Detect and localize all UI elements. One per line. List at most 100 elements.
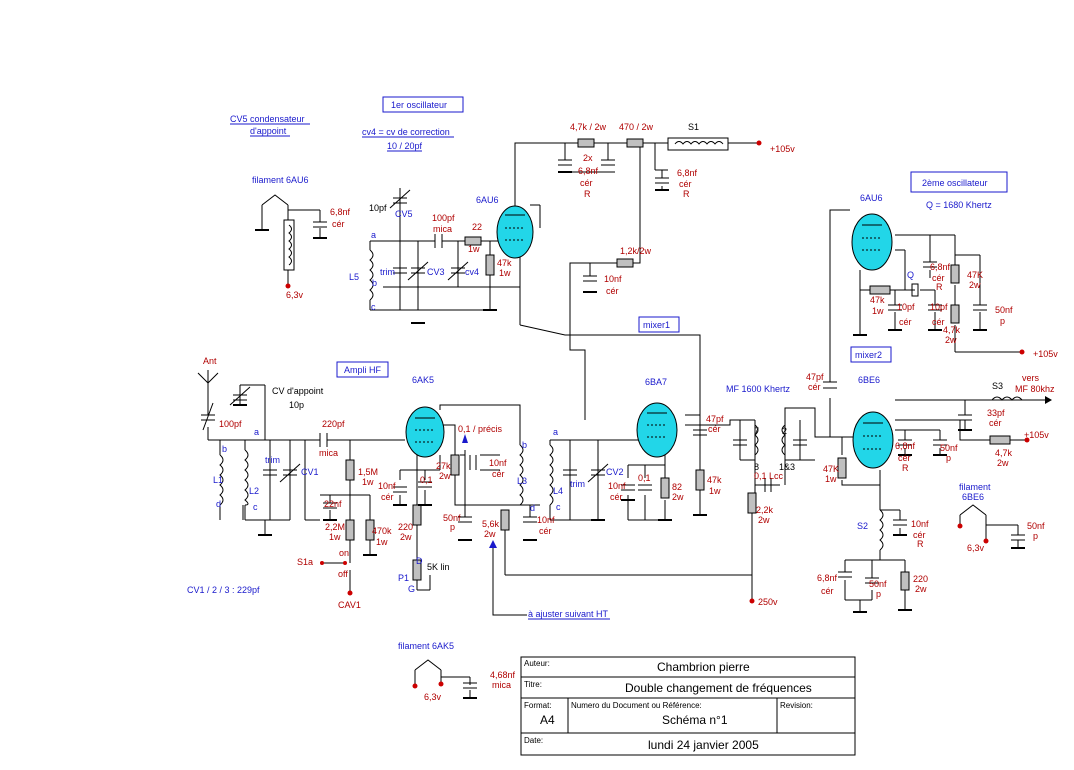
component-label: cér <box>679 179 692 189</box>
cv5-note-2: d'appoint <box>250 126 287 136</box>
component-label: a <box>553 427 558 437</box>
component-label: 5,6k <box>482 519 500 529</box>
component-label: R <box>917 539 924 549</box>
arrows <box>462 396 1052 548</box>
date-label: Date: <box>524 736 543 745</box>
component-label: 6,8nf <box>677 168 698 178</box>
component-label: 2w <box>758 515 770 525</box>
component-label: 47pf <box>706 414 724 424</box>
component-label: 250v <box>758 597 778 607</box>
component-label: 220pf <box>322 419 345 429</box>
component-label: 6,8nf <box>578 166 599 176</box>
component-label: cér <box>898 453 911 463</box>
q-frequency-note: Q = 1680 Khertz <box>926 200 992 210</box>
component-label: b <box>522 440 527 450</box>
component-label: R <box>902 463 909 473</box>
component-label: G <box>408 584 415 594</box>
component-label: L4 <box>553 486 563 496</box>
osc1-label: 1er oscillateur <box>391 100 447 110</box>
component-label: 4,68nf <box>490 670 516 680</box>
component-label: 6,3v <box>424 692 442 702</box>
filament-6be6-label-2: 6BE6 <box>962 492 984 502</box>
component-label: c <box>371 302 376 312</box>
component-label: 50nf <box>443 513 461 523</box>
component-label: 1w <box>825 474 837 484</box>
component-label: 22 <box>472 222 482 232</box>
revision-label: Revision: <box>780 701 813 710</box>
mixer2-box <box>850 346 892 363</box>
component-label: 10nf <box>537 515 555 525</box>
component-label: 50nf <box>1027 521 1045 531</box>
component-label: 1,2k/2w <box>620 246 652 256</box>
component-label: 4,7k <box>995 448 1013 458</box>
component-label: 82 <box>672 482 682 492</box>
component-label: 1&3 <box>779 462 795 472</box>
component-label: d <box>216 499 221 509</box>
osc1-box <box>382 96 464 113</box>
component-label: 6AU6 <box>860 193 883 203</box>
component-label: 2w <box>672 492 684 502</box>
component-label: S3 <box>992 381 1003 391</box>
component-label: p <box>1033 531 1038 541</box>
component-label: R <box>936 282 943 292</box>
component-label: cér <box>381 492 394 502</box>
filament-6be6-label-1: filament <box>959 482 991 492</box>
component-label: cér <box>332 219 345 229</box>
component-label: 470 / 2w <box>619 122 654 132</box>
cv5-note-1: CV5 condensateur <box>230 114 305 124</box>
mixer1-box <box>638 316 680 333</box>
component-label: cér <box>492 469 505 479</box>
component-label: 2x <box>583 153 593 163</box>
docnum-label: Numero du Document ou Référence: <box>571 701 702 710</box>
component-label: Q <box>907 270 914 280</box>
component-label: 220 <box>913 574 928 584</box>
component-label: 50nf <box>940 443 958 453</box>
docnum-value: Schéma n°1 <box>662 713 728 727</box>
antenna <box>197 370 219 384</box>
title-value: Double changement de fréquences <box>625 681 812 695</box>
osc2-label: 2ème oscillateur <box>922 178 988 188</box>
component-label: 33pf <box>987 408 1005 418</box>
component-label: CV1 <box>301 467 319 477</box>
component-label: trim <box>380 267 395 277</box>
component-label: CAV1 <box>338 600 361 610</box>
component-label: 10nf <box>604 274 622 284</box>
title-block: Auteur: Chambrion pierre Titre: Double c… <box>520 656 856 756</box>
component-label: cér <box>606 286 619 296</box>
component-label: 27k <box>436 461 451 471</box>
component-label: cér <box>539 526 552 536</box>
component-label: 6,8nf <box>330 207 351 217</box>
component-label: +105v <box>1024 430 1049 440</box>
component-label: 47K <box>967 270 983 280</box>
component-label: P1 <box>398 573 409 583</box>
component-label: 6AU6 <box>476 195 499 205</box>
component-label: a <box>371 230 376 240</box>
adjust-note: à ajuster suivant HT <box>528 609 609 619</box>
component-label: CV2 <box>606 467 624 477</box>
format-label: Format: <box>524 701 552 710</box>
vers-note-2: MF 80khz <box>1015 384 1055 394</box>
component-label: d <box>530 503 535 513</box>
component-label: 10nf <box>911 519 929 529</box>
ampli-box <box>336 361 389 378</box>
component-label: cér <box>899 317 912 327</box>
component-label: cér <box>932 317 945 327</box>
component-label: 10p <box>289 400 304 410</box>
component-label: 2,2M <box>325 522 345 532</box>
component-label: 6,8nf <box>895 441 916 451</box>
component-label: 100pf <box>219 419 242 429</box>
component-label: mica <box>319 448 338 458</box>
component-label: S1 <box>688 122 699 132</box>
component-label: b <box>222 444 227 454</box>
component-label: 10pf <box>897 302 915 312</box>
title-label: Titre: <box>524 680 542 689</box>
component-label: L1 <box>213 475 223 485</box>
author-value: Chambrion pierre <box>657 660 750 674</box>
component-label: cér <box>913 530 926 540</box>
component-label: 10nf <box>608 481 626 491</box>
cv4-note-2: 10 / 20pf <box>387 141 423 151</box>
component-label: 1w <box>376 537 388 547</box>
osc2-box <box>910 171 1008 193</box>
component-label: cér <box>989 418 1002 428</box>
